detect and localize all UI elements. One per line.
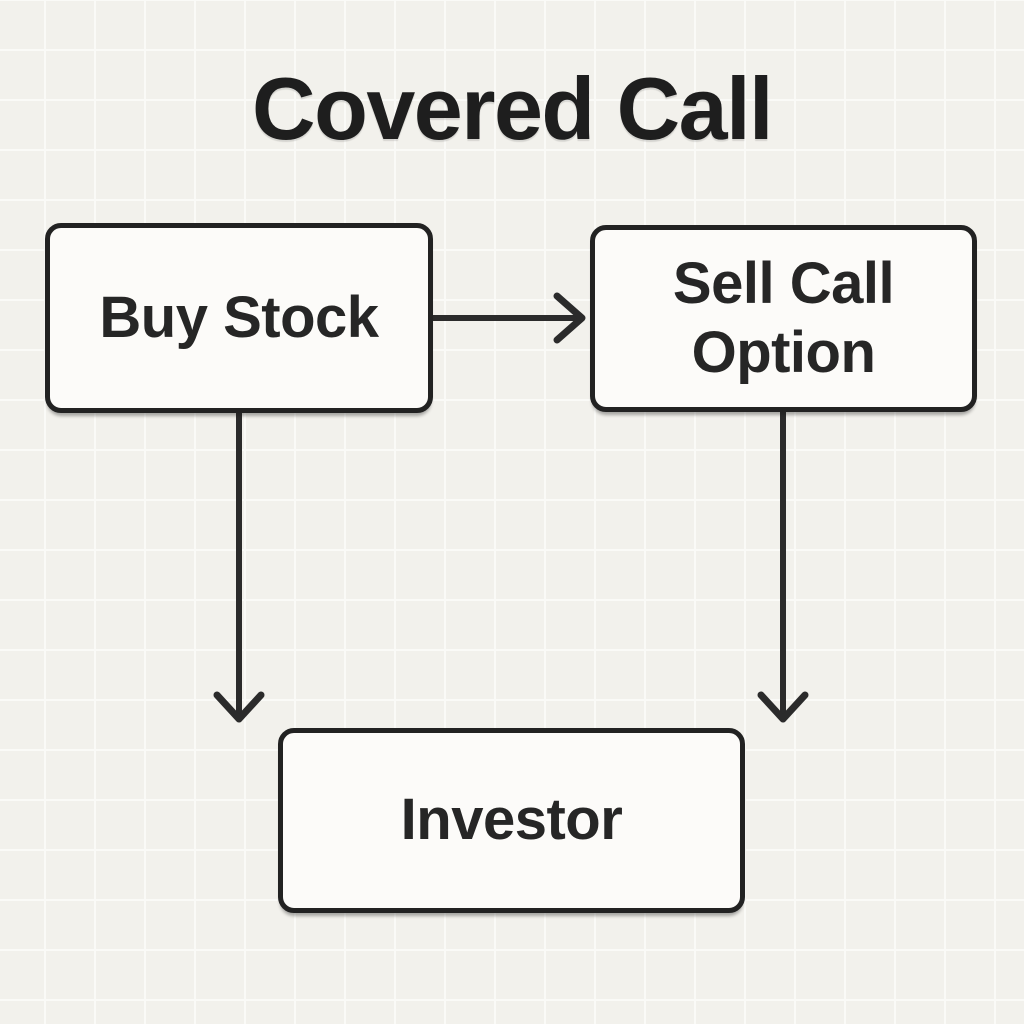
arrow-sell-to-investor — [757, 412, 809, 723]
node-buy-stock-label: Buy Stock — [99, 284, 379, 350]
node-sell-call-option-label: Sell Call Option — [672, 251, 895, 385]
node-sell-call-option: Sell Call Option — [590, 225, 977, 412]
node-buy-stock: Buy Stock — [45, 223, 433, 413]
arrow-buy-to-investor — [213, 413, 265, 723]
arrow-buy-to-sell — [433, 292, 586, 344]
diagram-title: Covered Call — [252, 59, 773, 158]
node-investor-label: Investor — [400, 787, 623, 853]
node-investor: Investor — [278, 728, 745, 913]
